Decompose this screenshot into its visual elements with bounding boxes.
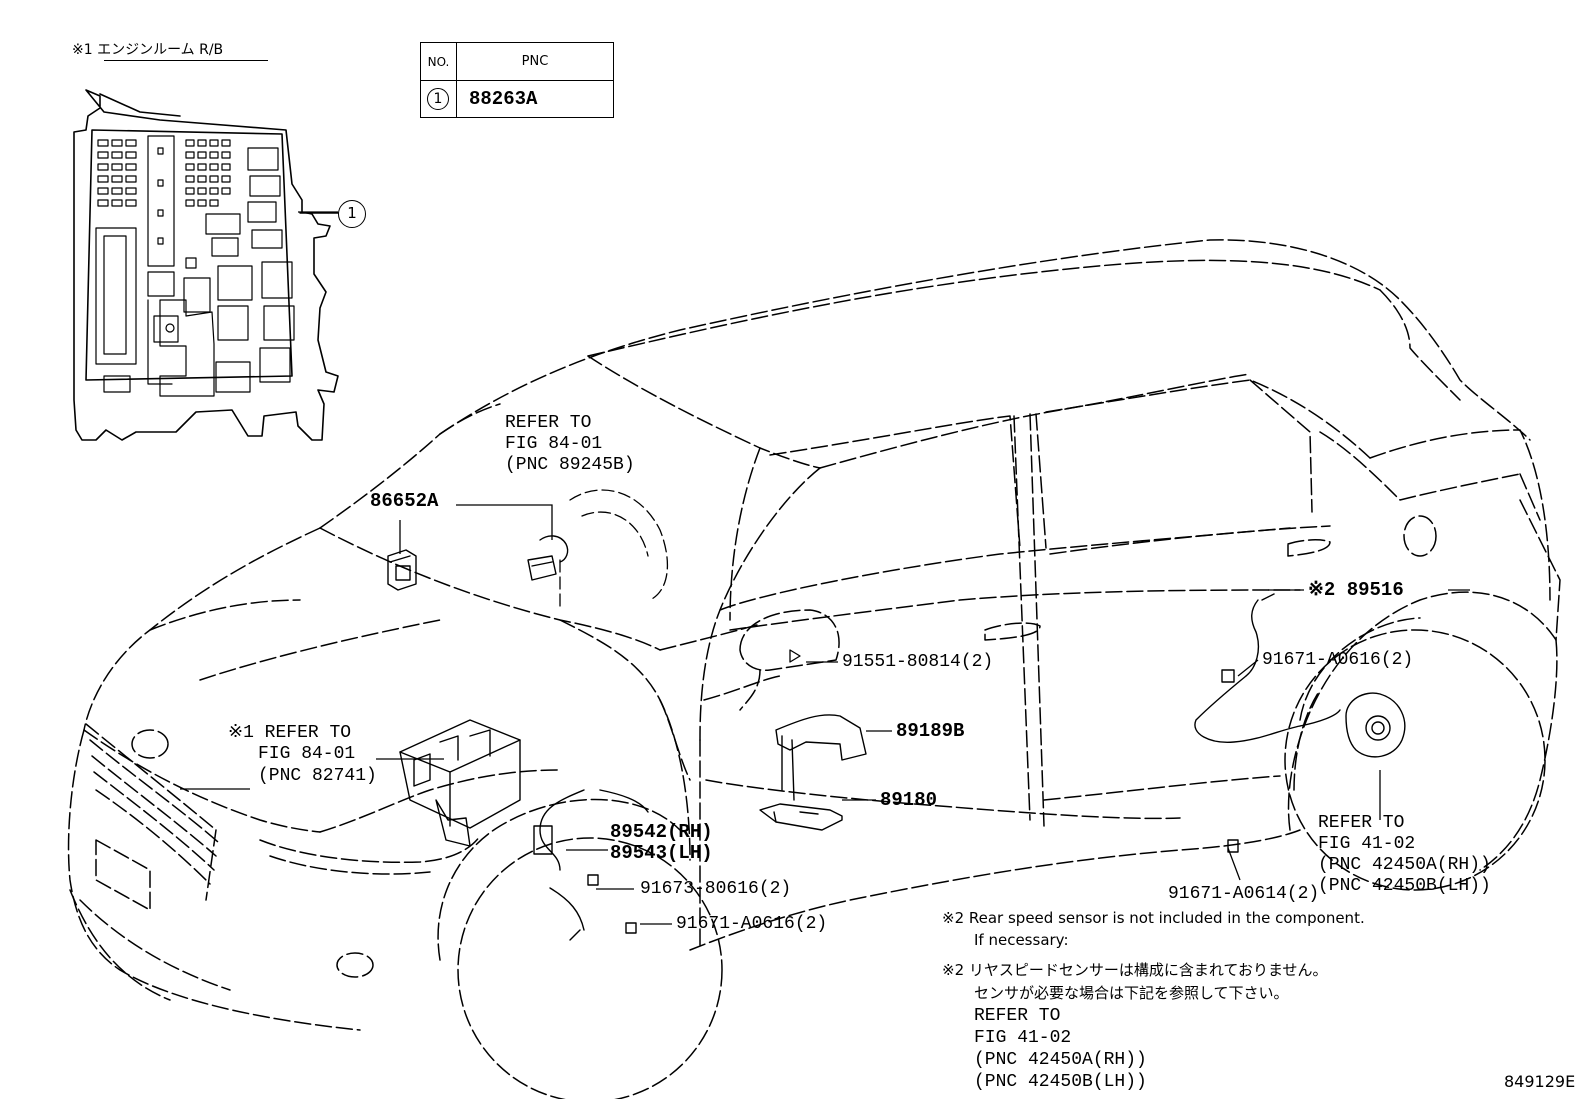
note-jp-line2: センサが必要な場合は下記を参照して下さい。 [974,984,1289,1002]
steering-sensor-area [559,489,669,611]
figure-id: 849129E [1504,1072,1576,1091]
pnc-table-header-no: NO. [421,43,457,81]
part-label-89516: ※2 89516 [1308,579,1404,601]
engine-room-rb-underline [104,60,268,61]
part-label-91673: 91673-80616(2) [640,879,792,899]
refer-top-line3: (PNC 89245B) [505,455,635,475]
engine-room-relay-block [73,89,339,441]
note-refer-line3: (PNC 42450A(RH)) [974,1050,1147,1070]
front-speed-sensor [533,789,649,941]
refer-rear-line2: FIG 41-02 [1318,834,1416,854]
refer-rb-line1: ※1 REFER TO [228,723,352,743]
pnc-table-row-pnc: 88263A [469,88,538,110]
part-label-91671-A0614: 91671-A0614(2) [1168,884,1320,904]
part-label-91671-front: 91671-A0616(2) [676,914,828,934]
note-en-line1: ※2 Rear speed sensor is not included in … [942,909,1365,927]
part-label-91551: 91551-80814(2) [842,652,994,672]
refer-top-line1: REFER TO [505,413,592,433]
refer-rear-line1: REFER TO [1318,813,1405,833]
relay-box-on-vehicle [399,719,521,847]
rear-speed-sensor [1194,593,1341,853]
spiral-cable-sensor [527,535,569,581]
leader-lines [180,211,1470,925]
part-label-89543: 89543(LH) [610,842,713,864]
refer-rear-line4: (PNC 42450B(LH)) [1318,876,1491,896]
refer-rb-line2: FIG 84-01 [258,744,356,764]
bolt-91551 [789,649,801,663]
pnc-table: NO. PNC 1 88263A [420,42,614,118]
part-label-89189B: 89189B [896,720,965,742]
engine-room-rb-title: ※1 エンジンルーム R/B [72,42,224,58]
rear-hub [1345,692,1406,758]
note-en-line2: If necessary: [974,931,1069,949]
callout-1: 1 [338,200,366,228]
note-refer-line2: FIG 41-02 [974,1028,1072,1048]
pnc-table-row-no: 1 [421,81,457,117]
part-label-86652A: 86652A [370,490,439,512]
part-label-91671-rear: 91671-A0616(2) [1262,650,1414,670]
refer-rear-line3: (PNC 42450A(RH)) [1318,855,1491,875]
note-jp-line1: ※2 リヤスピードセンサーは構成に含まれておりません。 [942,961,1328,979]
vehicle-outline [67,239,1561,1099]
refer-top-line2: FIG 84-01 [505,434,603,454]
switch-86652A [387,549,417,591]
refer-rb-line3: (PNC 82741) [258,766,377,786]
part-label-89542: 89542(RH) [610,821,713,843]
pnc-table-row-no-circle: 1 [427,88,449,110]
ecu-89180 [759,803,843,831]
note-refer-line1: REFER TO [974,1006,1061,1026]
part-label-89180: 89180 [880,789,938,811]
bracket-89189B [775,714,867,801]
pnc-table-header-pnc: PNC [457,43,613,81]
note-refer-line4: (PNC 42450B(LH)) [974,1072,1147,1092]
